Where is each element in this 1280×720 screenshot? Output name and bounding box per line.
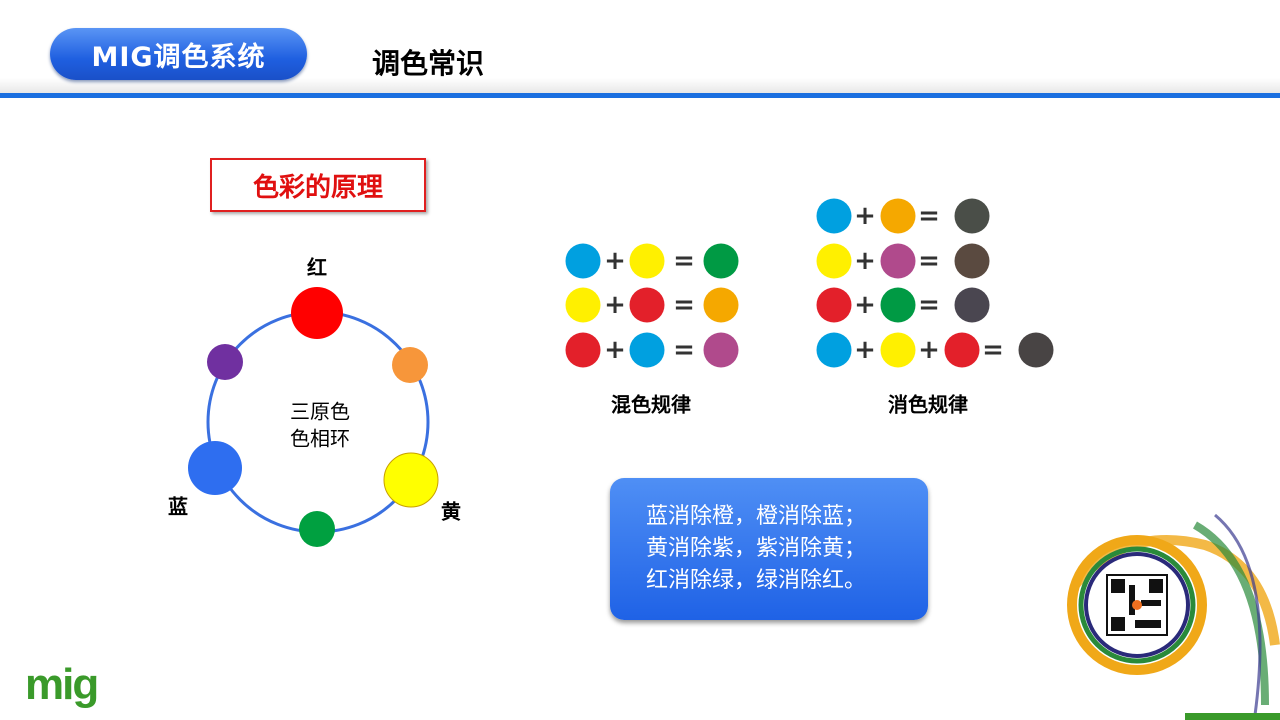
plus-sign: +: [604, 246, 626, 276]
color-dot: [629, 243, 665, 279]
color-dot: [629, 332, 665, 368]
header-divider: [0, 93, 1280, 98]
equals-sign: =: [918, 201, 940, 231]
note-line: 蓝消除橙，橙消除蓝；: [646, 504, 867, 529]
header-bar: [0, 78, 1280, 93]
color-dot: [880, 198, 916, 234]
plus-sign: +: [854, 290, 876, 320]
plus-sign: +: [854, 335, 876, 365]
plus-sign: +: [604, 290, 626, 320]
color-dot: [816, 287, 852, 323]
wheel-green: [299, 511, 335, 547]
equals-sign: =: [673, 290, 695, 320]
color-dot: [565, 243, 601, 279]
color-dot: [880, 287, 916, 323]
color-dot: [880, 243, 916, 279]
wheel-yellow: [383, 452, 439, 508]
subtraction-label: 消色规律: [888, 392, 968, 417]
equals-sign: =: [918, 290, 940, 320]
equals-sign: =: [673, 335, 695, 365]
color-dot: [816, 198, 852, 234]
label-red: 红: [307, 255, 327, 280]
equals-sign: =: [673, 246, 695, 276]
equals-sign: =: [982, 335, 1004, 365]
color-dot: [816, 332, 852, 368]
plus-sign: +: [854, 246, 876, 276]
plus-sign: +: [604, 335, 626, 365]
note-line: 黄消除紫，紫消除黄；: [646, 536, 867, 561]
wheel-blue: [188, 441, 242, 495]
color-dot: [703, 243, 739, 279]
qr-decoration: [1067, 513, 1280, 720]
wheel-purple: [207, 344, 243, 380]
wheel-orange: [392, 347, 428, 383]
label-yellow: 黄: [441, 499, 461, 524]
color-dot: [880, 332, 916, 368]
color-dot: [1018, 332, 1054, 368]
page-title: 调色常识: [372, 47, 485, 80]
color-dot: [954, 287, 990, 323]
color-dot: [703, 287, 739, 323]
color-dot: [565, 287, 601, 323]
mixing-label: 混色规律: [611, 392, 691, 417]
plus-sign: +: [918, 335, 940, 365]
mig-logo: mig: [25, 660, 99, 709]
section-title: 色彩的原理: [210, 158, 426, 212]
plus-sign: +: [854, 201, 876, 231]
wheel-center-1: 三原色: [290, 399, 350, 424]
equals-sign: =: [918, 246, 940, 276]
brand-badge: MIG调色系统: [50, 28, 307, 80]
color-dot: [816, 243, 852, 279]
label-blue: 蓝: [168, 494, 188, 519]
color-dot: [565, 332, 601, 368]
wheel-center-2: 色相环: [290, 426, 350, 451]
color-dot: [954, 243, 990, 279]
color-dot: [944, 332, 980, 368]
note-line: 红消除绿，绿消除红。: [646, 568, 867, 593]
wheel-red: [291, 287, 343, 339]
color-dot: [703, 332, 739, 368]
color-dot: [954, 198, 990, 234]
note-box: 蓝消除橙，橙消除蓝； 黄消除紫，紫消除黄； 红消除绿，绿消除红。: [610, 478, 928, 620]
color-dot: [629, 287, 665, 323]
